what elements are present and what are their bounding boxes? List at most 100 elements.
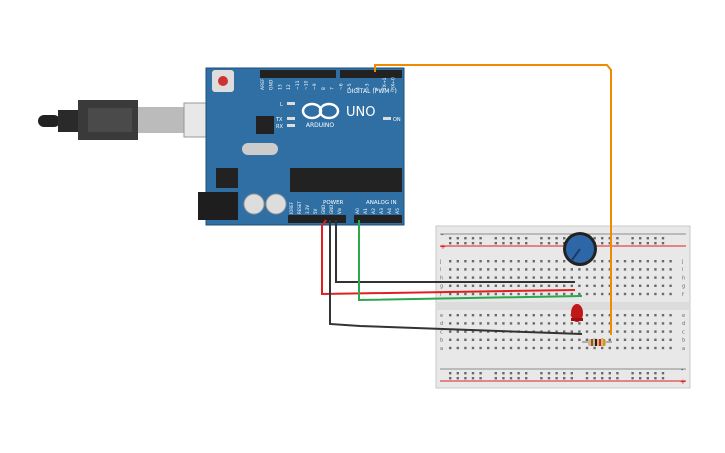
breadboard-hole[interactable] [608, 377, 611, 380]
breadboard-hole[interactable] [616, 242, 619, 245]
breadboard-hole[interactable] [456, 314, 459, 317]
breadboard-hole[interactable] [479, 292, 482, 296]
breadboard-hole[interactable] [547, 377, 551, 380]
breadboard-hole[interactable] [570, 276, 573, 279]
breadboard-hole[interactable] [487, 268, 490, 271]
breadboard-hole[interactable] [646, 268, 649, 271]
breadboard-hole[interactable] [555, 346, 558, 350]
breadboard-hole[interactable] [456, 346, 459, 350]
breadboard-hole[interactable] [570, 377, 573, 380]
breadboard-hole[interactable] [578, 322, 581, 325]
breadboard-hole[interactable] [456, 268, 459, 271]
breadboard-hole[interactable] [464, 330, 467, 333]
breadboard-hole[interactable] [479, 260, 482, 263]
breadboard-hole[interactable] [479, 314, 482, 317]
breadboard-hole[interactable] [608, 260, 611, 263]
breadboard-hole[interactable] [608, 237, 611, 240]
breadboard-hole[interactable] [631, 276, 634, 279]
breadboard-hole[interactable] [547, 276, 551, 279]
breadboard-hole[interactable] [601, 346, 604, 350]
breadboard-hole[interactable] [661, 330, 665, 333]
breadboard-hole[interactable] [547, 260, 551, 263]
breadboard-hole[interactable] [639, 346, 642, 350]
breadboard-hole[interactable] [540, 237, 543, 240]
breadboard-hole[interactable] [593, 237, 596, 240]
breadboard-hole[interactable] [608, 284, 611, 287]
breadboard-hole[interactable] [616, 260, 619, 263]
breadboard-hole[interactable] [654, 276, 657, 279]
breadboard-hole[interactable] [540, 377, 543, 380]
breadboard-hole[interactable] [517, 242, 520, 245]
breadboard-hole[interactable] [471, 330, 475, 333]
breadboard-hole[interactable] [509, 237, 513, 240]
resistor[interactable] [582, 339, 612, 346]
wire-red[interactable] [321, 219, 576, 296]
breadboard-hole[interactable] [669, 260, 672, 263]
breadboard-hole[interactable] [502, 260, 505, 263]
breadboard-hole[interactable] [639, 372, 642, 375]
breadboard-hole[interactable] [449, 276, 452, 279]
breadboard-hole[interactable] [464, 314, 467, 317]
breadboard-hole[interactable] [509, 377, 513, 380]
breadboard-hole[interactable] [547, 284, 551, 287]
breadboard-hole[interactable] [585, 346, 589, 350]
breadboard-hole[interactable] [532, 322, 535, 325]
breadboard-hole[interactable] [601, 377, 604, 380]
breadboard-hole[interactable] [616, 237, 619, 240]
breadboard-hole[interactable] [464, 322, 467, 325]
breadboard-hole[interactable] [563, 268, 566, 271]
breadboard-hole[interactable] [494, 276, 497, 279]
breadboard-hole[interactable] [623, 314, 627, 317]
breadboard-hole[interactable] [616, 322, 619, 325]
breadboard-hole[interactable] [563, 237, 566, 240]
breadboard-hole[interactable] [517, 260, 520, 263]
wire-black-1[interactable] [335, 220, 575, 283]
breadboard-hole[interactable] [570, 284, 573, 287]
breadboard-hole[interactable] [494, 377, 497, 380]
breadboard-hole[interactable] [623, 292, 627, 296]
breadboard-hole[interactable] [646, 242, 649, 245]
breadboard-hole[interactable] [623, 346, 627, 350]
breadboard-hole[interactable] [661, 346, 665, 350]
breadboard-hole[interactable] [464, 346, 467, 350]
breadboard-hole[interactable] [639, 330, 642, 333]
potentiometer[interactable] [563, 232, 597, 266]
breadboard-hole[interactable] [601, 260, 604, 263]
breadboard-hole[interactable] [593, 346, 596, 350]
breadboard-hole[interactable] [616, 292, 619, 296]
breadboard-hole[interactable] [601, 242, 604, 245]
breadboard-hole[interactable] [502, 372, 505, 375]
breadboard-hole[interactable] [555, 276, 558, 279]
breadboard-hole[interactable] [494, 242, 497, 245]
breadboard-hole[interactable] [555, 292, 558, 296]
breadboard-hole[interactable] [585, 292, 589, 296]
breadboard-hole[interactable] [585, 372, 589, 375]
breadboard-hole[interactable] [509, 322, 513, 325]
breadboard-hole[interactable] [449, 346, 452, 350]
breadboard-hole[interactable] [616, 314, 619, 317]
breadboard-hole[interactable] [502, 292, 505, 296]
breadboard-hole[interactable] [479, 268, 482, 271]
breadboard-hole[interactable] [654, 268, 657, 271]
breadboard-hole[interactable] [517, 268, 520, 271]
breadboard-hole[interactable] [532, 268, 535, 271]
breadboard-hole[interactable] [532, 260, 535, 263]
breadboard-hole[interactable] [555, 372, 558, 375]
breadboard-hole[interactable] [471, 260, 475, 263]
breadboard-hole[interactable] [471, 237, 475, 240]
breadboard-hole[interactable] [639, 237, 642, 240]
breadboard-hole[interactable] [593, 260, 596, 263]
breadboard-hole[interactable] [502, 242, 505, 245]
breadboard-hole[interactable] [654, 284, 657, 287]
breadboard-hole[interactable] [646, 284, 649, 287]
breadboard-hole[interactable] [639, 322, 642, 325]
breadboard-hole[interactable] [585, 268, 589, 271]
breadboard-hole[interactable] [464, 276, 467, 279]
breadboard-hole[interactable] [555, 377, 558, 380]
breadboard-hole[interactable] [471, 372, 475, 375]
breadboard-hole[interactable] [631, 377, 634, 380]
breadboard-hole[interactable] [525, 242, 528, 245]
breadboard-hole[interactable] [654, 314, 657, 317]
breadboard-hole[interactable] [517, 346, 520, 350]
breadboard-hole[interactable] [540, 346, 543, 350]
